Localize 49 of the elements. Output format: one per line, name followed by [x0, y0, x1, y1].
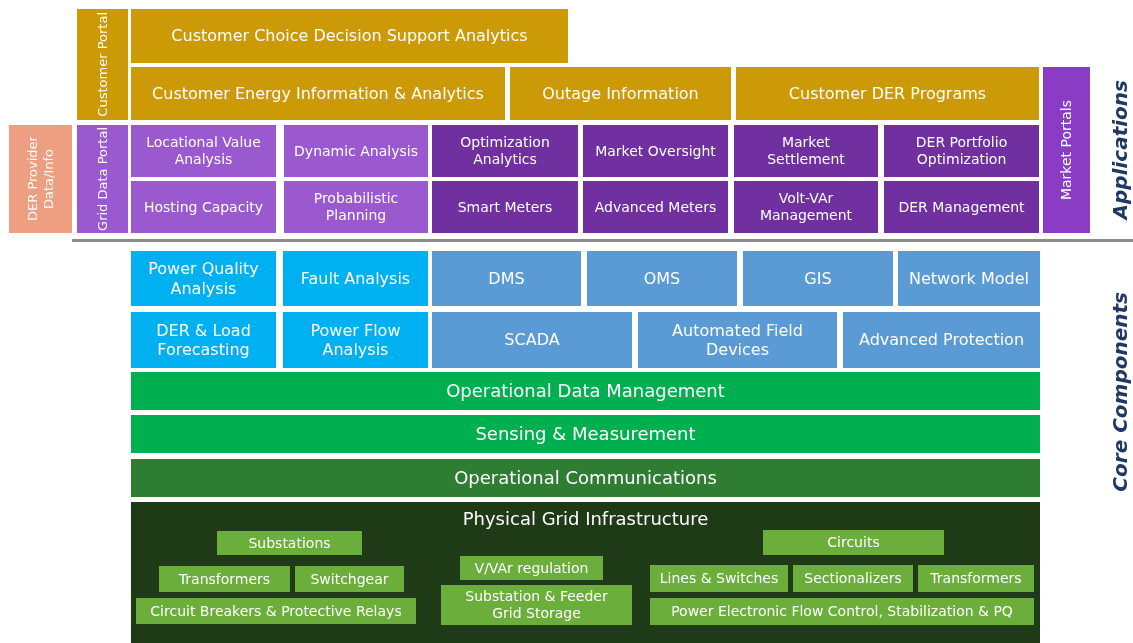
application-box: Optimization Analytics: [432, 125, 578, 177]
component-box: OMS: [587, 251, 737, 306]
application-box: Volt-VAr Management: [734, 181, 878, 233]
component-box: Power Quality Analysis: [131, 251, 276, 306]
portal-box: Customer Portal: [77, 9, 128, 120]
application-box: Customer DER Programs: [736, 67, 1039, 120]
asset-box: Lines & Switches: [650, 565, 788, 592]
application-box: Smart Meters: [432, 181, 578, 233]
asset-box: Sectionalizers: [793, 565, 913, 592]
asset-box: Substations: [217, 531, 362, 555]
component-box: DMS: [432, 251, 581, 306]
asset-box: Circuits: [763, 530, 944, 555]
portal-box: Market Portals: [1043, 67, 1090, 233]
application-box: Outage Information: [510, 67, 731, 120]
component-box: Fault Analysis: [283, 251, 428, 306]
asset-box: Transformers: [918, 565, 1034, 592]
application-box: Market Oversight: [583, 125, 728, 177]
application-box: Locational Value Analysis: [131, 125, 276, 177]
asset-box: Substation & Feeder Grid Storage: [441, 585, 632, 625]
application-box: Customer Choice Decision Support Analytics: [131, 9, 568, 63]
application-box: Probabilistic Planning: [284, 181, 428, 233]
application-box: Advanced Meters: [583, 181, 728, 233]
section-label: Core Components: [1108, 292, 1132, 492]
layer-title: Physical Grid Infrastructure: [462, 508, 709, 530]
asset-box: Switchgear: [295, 566, 404, 592]
component-box: SCADA: [432, 312, 632, 368]
application-box: DER Management: [884, 181, 1039, 233]
component-box: Automated Field Devices: [638, 312, 837, 368]
component-box: GIS: [743, 251, 893, 306]
application-box: Hosting Capacity: [131, 181, 276, 233]
layer-panel: [131, 502, 1040, 643]
application-box: Dynamic Analysis: [284, 125, 428, 177]
application-box: Market Settlement: [734, 125, 878, 177]
component-box: DER & Load Forecasting: [131, 312, 276, 368]
asset-box: Transformers: [159, 566, 290, 592]
layer-band: Operational Data Management: [131, 372, 1040, 410]
portal-box: DER Provider Data/Info: [9, 125, 72, 233]
component-box: Network Model: [898, 251, 1040, 306]
application-box: DER Portfolio Optimization: [884, 125, 1039, 177]
layer-band: Operational Communications: [131, 459, 1040, 497]
portal-box: Grid Data Portal: [77, 125, 128, 233]
component-box: Advanced Protection: [843, 312, 1040, 368]
layer-band: Sensing & Measurement: [131, 415, 1040, 453]
asset-box: Circuit Breakers & Protective Relays: [136, 598, 416, 624]
asset-box: V/VAr regulation: [460, 556, 603, 580]
asset-box: Power Electronic Flow Control, Stabilization & PQ: [650, 598, 1034, 625]
section-label: Applications: [1108, 80, 1132, 220]
component-box: Power Flow Analysis: [283, 312, 428, 368]
application-box: Customer Energy Information & Analytics: [131, 67, 505, 120]
